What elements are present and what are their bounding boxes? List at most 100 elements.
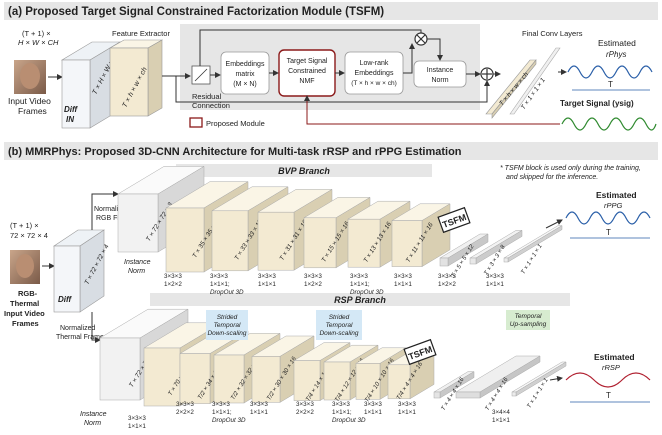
bvp-kernel-1-0: 3×3×3 (210, 273, 228, 280)
a-lowrank-l2: Embeddings (355, 70, 394, 77)
rsp-branch: T × 72 × 72 × 1T × 70 × 70 × 16T/2 × 34 … (99, 308, 567, 430)
bvp-kernel-4-0: 3×3×3 (350, 273, 368, 280)
a-target-wave (561, 117, 657, 131)
bvp-kernel-3-0: 3×3×3 (304, 273, 322, 280)
a-norm-l1: Instance (427, 67, 454, 74)
b-split-thermal (91, 312, 101, 343)
rsp-kernel-5-0: 3×3×3 (332, 401, 350, 408)
b-diff-stack (53, 229, 105, 313)
bvp-kernel-2-0: 3×3×3 (258, 273, 276, 280)
bvp-kernel-6-1: 1×2×2 (438, 281, 456, 288)
b-rrsp-wave (565, 372, 651, 388)
b-norm-rgb-2: RGB Frames (96, 215, 137, 222)
a-input-label1: Input Video (8, 96, 51, 106)
a-relu-slash (194, 68, 208, 82)
b-note-1: * TSFM block is used only during the tra… (500, 165, 641, 172)
b-rsp-branch-label: RSP Branch (334, 295, 386, 305)
b-bvp-estimated-sym: rPPG (604, 201, 623, 210)
rsp-kernel-3-0: 3×3×3 (250, 401, 268, 408)
a-input-shape2: H × W × CH (18, 38, 59, 47)
rsp-kernel-0-1: 1×1×1 (128, 423, 146, 430)
bvp-kernel-1-1: 1×1×1; (210, 281, 230, 288)
rsp-kernel-5-2: DropOut 3D (332, 417, 366, 424)
bvp-block-8: T × 3 × 3 × 8 (469, 229, 523, 277)
rsp-kernel-4-1: 2×2×2 (296, 409, 314, 416)
b-input-label-3: Input Video (4, 309, 45, 318)
b-rsp-estimated: Estimated (594, 352, 635, 362)
a-face-shape (20, 63, 40, 89)
panel-a-title: (a) Proposed Target Signal Constrained F… (8, 6, 384, 18)
a-rphys-wave (567, 65, 653, 79)
b-strided-2-l3: Down-scaling (319, 330, 358, 337)
rsp-kernel-3-1: 1×1×1 (250, 409, 268, 416)
bvp-kernel-2-1: 1×1×1 (258, 281, 276, 288)
panel-b-title: (b) MMRPhys: Proposed 3D-CNN Architectur… (8, 146, 462, 158)
b-input-shape-1: (T + 1) × (10, 221, 39, 230)
a-input-shape: (T + 1) × (22, 29, 51, 38)
rsp-kernel-7-1: 1×1×1 (398, 409, 416, 416)
b-strided-1-l1: Strided (217, 314, 238, 321)
b-strided-2-l2: Temporal (326, 322, 353, 329)
panel-b-title-band (4, 142, 658, 160)
bvp-block-7: T × 5 × 5 × 12 (439, 233, 489, 279)
a-residual-l1: Residual (192, 92, 222, 101)
b-bvp-branch-band (176, 164, 432, 177)
bvp-kernel-0-0: 3×3×3 (164, 273, 182, 280)
rsp-kernel-8-1: 1×1×1 (492, 417, 510, 424)
b-input-label-2: Thermal (10, 299, 39, 308)
a-estimated-sym: rPhys (606, 50, 626, 59)
a-arrow-to-multiply (403, 43, 415, 74)
b-bvp-branch-label: BVP Branch (278, 166, 330, 176)
a-target-feedback-line (304, 95, 560, 125)
rsp-output-arrow (549, 375, 563, 382)
a-diff-label: Diff (64, 105, 79, 114)
bvp-kernel-6-0: 3×3×3 (438, 273, 456, 280)
b-strided-2-l1: Strided (329, 314, 350, 321)
panel-a-title-band (4, 2, 658, 20)
a-nmf-l1: Target Signal (287, 58, 328, 65)
rsp-kernel-2-0: 3×3×3 (212, 401, 230, 408)
a-in-label: IN (66, 115, 74, 124)
b-norm-thermal-1: Normalized (60, 325, 96, 332)
b-rsp-tsfm-box (403, 338, 437, 366)
bvp-kernel-7-0: 3×3×3 (486, 273, 504, 280)
b-note-2: and skipped for the inference. (506, 174, 598, 181)
bvp-kernel-0-1: 1×2×2 (164, 281, 182, 288)
b-norm-thermal-2: Thermal Frames (56, 334, 108, 341)
b-input-label-4: Frames (12, 319, 39, 328)
bvp-kernel-5-0: 3×3×3 (394, 273, 412, 280)
rsp-kernel-1-1: 2×2×2 (176, 409, 194, 416)
b-rsp-branch-band (150, 293, 570, 306)
b-rsp-norm-2: Norm (84, 420, 101, 427)
rsp-kernel-2-1: 1×1×1; (212, 409, 232, 416)
a-embeddings-l3: (M × N) (233, 81, 257, 88)
a-target-signal-label: Target Signal (ysig) (560, 99, 634, 108)
a-lowrank-l1: Low-rank (360, 60, 389, 67)
a-estimated-label: Estimated (598, 38, 636, 48)
b-bvp-t-label: T (606, 228, 611, 237)
a-norm-l2: Norm (431, 77, 448, 84)
bvp-kernel-7-1: 1×1×1 (486, 281, 504, 288)
bvp-kernel-4-2: DropOut 3D (350, 289, 384, 296)
b-input-shape-2: 72 × 72 × 4 (10, 231, 48, 240)
rsp-kernel-4-0: 3×3×3 (296, 401, 314, 408)
bvp-kernel-1-2: DropOut 3D (210, 289, 244, 296)
a-nmf-l3: NMF (299, 78, 314, 85)
b-diff-label: Diff (58, 295, 73, 304)
b-bvp-norm-2: Norm (128, 268, 145, 275)
b-bvp-estimated: Estimated (596, 190, 637, 200)
rsp-kernel-0-0: 3×3×3 (128, 415, 146, 422)
a-feat-block (108, 39, 164, 117)
rsp-kernel-6-0: 3×3×3 (364, 401, 382, 408)
a-nmf-l2: Constrained (288, 68, 326, 75)
a-feature-extractor-label: Feature Extractor (112, 29, 170, 38)
b-strided-2-box (316, 310, 362, 340)
a-embeddings-l1: Embeddings (226, 61, 265, 68)
b-upsample-l2: Up-sampling (510, 321, 547, 328)
rsp-kernel-7-0: 3×3×3 (398, 401, 416, 408)
b-strided-1-box (206, 310, 248, 340)
a-multiply-x2 (416, 34, 426, 44)
b-bvp-norm-1: Instance (124, 259, 151, 266)
b-upsample-l1: Temporal (515, 313, 542, 320)
